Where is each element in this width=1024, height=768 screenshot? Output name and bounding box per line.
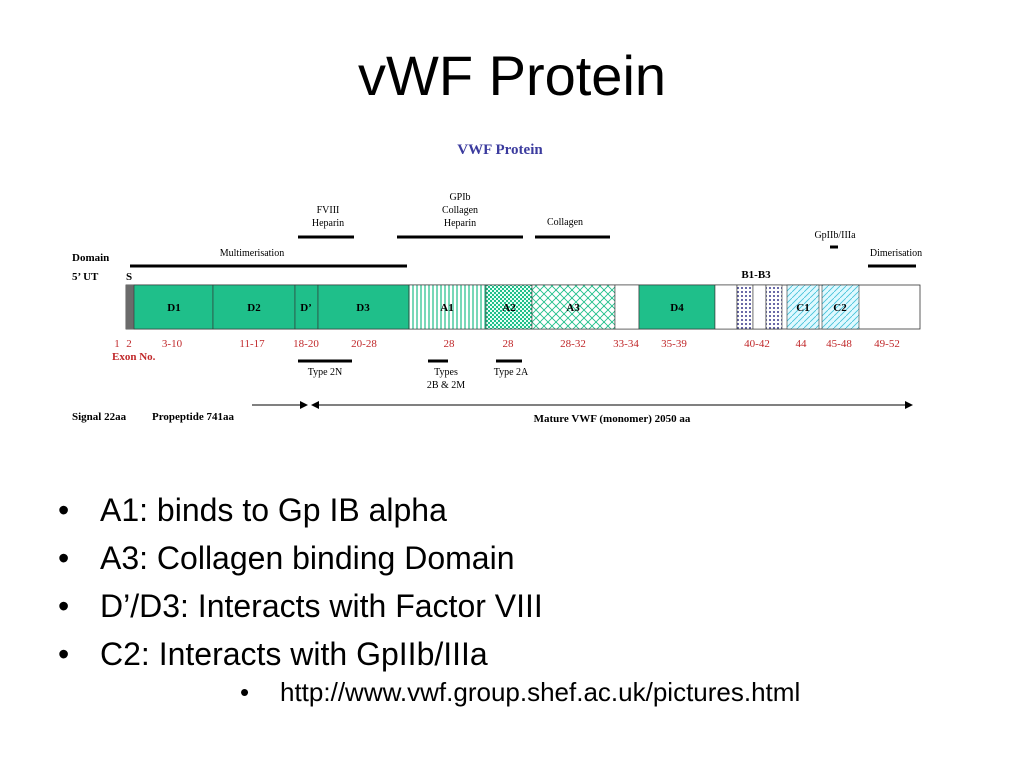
signal-marker: S: [126, 271, 132, 283]
domain-d3: [317, 284, 410, 330]
domain-a3: [531, 284, 616, 330]
type-2a-label: Type 2A: [494, 367, 529, 378]
exon-number: 40-42: [744, 338, 770, 350]
domain-c2-label: C2: [833, 302, 847, 314]
exon-number: 49-52: [874, 338, 900, 350]
domain-a1: [408, 284, 487, 330]
domain-c1-label: C1: [796, 302, 809, 314]
gpib-heparin-label: Heparin: [444, 218, 476, 229]
domain-d2-label: D2: [247, 302, 261, 314]
domain-d-prime-label: D’: [300, 302, 312, 314]
dimerisation-label: Dimerisation: [870, 248, 922, 259]
type-2n-label: Type 2N: [308, 367, 343, 378]
exon-number: 2: [126, 338, 132, 350]
domain-a3-label: A3: [566, 302, 580, 314]
exon-number: 35-39: [661, 338, 687, 350]
exon-number: 45-48: [826, 338, 852, 350]
vwf-protein-diagram: VWF Protein Multimerisation FVIII Hepari…: [72, 142, 922, 425]
fviii-heparin-label: Heparin: [312, 218, 344, 229]
collagen-label: Collagen: [547, 217, 583, 228]
exon-number: 28: [503, 338, 515, 350]
exon-number: 20-28: [351, 338, 377, 350]
figure-title: VWF Protein: [457, 142, 543, 158]
spacer-segment: [714, 284, 738, 330]
exon-number: 3-10: [162, 338, 183, 350]
slide-title: vWF Protein: [357, 44, 667, 107]
source-list: http://www.vwf.group.shef.ac.uk/pictures…: [240, 672, 800, 712]
domain-c1: [786, 284, 820, 330]
mature-label: Mature VWF (monomer) 2050 aa: [534, 413, 691, 425]
domain-c2: [821, 284, 860, 330]
bullet-a1: A1: binds to Gp IB alpha: [58, 486, 543, 534]
source-url: http://www.vwf.group.shef.ac.uk/pictures…: [240, 672, 800, 712]
fviii-label: FVIII: [317, 205, 340, 216]
utr-row-label: 5’ UT: [72, 271, 99, 283]
exon-number: 28: [444, 338, 456, 350]
spacer-segment: [614, 284, 640, 330]
domain-d3-label: D3: [356, 302, 370, 314]
multimerisation-label: Multimerisation: [220, 248, 284, 259]
gpiibiiia-label: GpIIb/IIIa: [814, 230, 856, 241]
bullet-d-prime-d3: D’/D3: Interacts with Factor VIII: [58, 582, 543, 630]
domain-a1-label: A1: [440, 302, 453, 314]
gpib-collagen-label: Collagen: [442, 205, 478, 216]
bullet-c2: C2: Interacts with GpIIb/IIIa: [58, 630, 543, 678]
domain-b1: [736, 284, 754, 330]
domain-a2: [485, 284, 533, 330]
exon-number: 18-20: [293, 338, 319, 350]
bullet-a3: A3: Collagen binding Domain: [58, 534, 543, 582]
bullet-list: A1: binds to Gp IB alpha A3: Collagen bi…: [58, 486, 543, 678]
domain-d1-label: D1: [167, 302, 180, 314]
exon-number: 44: [796, 338, 808, 350]
exon-number: 1: [114, 338, 120, 350]
domain-b3: [765, 284, 783, 330]
propeptide-label: Propeptide 741aa: [152, 411, 234, 423]
domain-a2-label: A2: [502, 302, 516, 314]
signal-label: Signal 22aa: [72, 411, 127, 423]
domain-row-label: Domain: [72, 252, 109, 264]
domain-d4-label: D4: [670, 302, 684, 314]
b-group-label: B1-B3: [741, 269, 771, 281]
exon-number: 33-34: [613, 338, 639, 350]
exon-number: 11-17: [239, 338, 265, 350]
exon-label: Exon No.: [112, 351, 156, 363]
types-2b-2m-label: Types: [434, 367, 458, 378]
exon-number: 28-32: [560, 338, 586, 350]
domain-d4: [638, 284, 716, 330]
types-2b-2m-label: 2B & 2M: [427, 380, 465, 391]
gpib-label: GPIb: [449, 192, 470, 203]
domain-b2: [752, 284, 767, 330]
signal-peptide-segment: [126, 285, 134, 329]
